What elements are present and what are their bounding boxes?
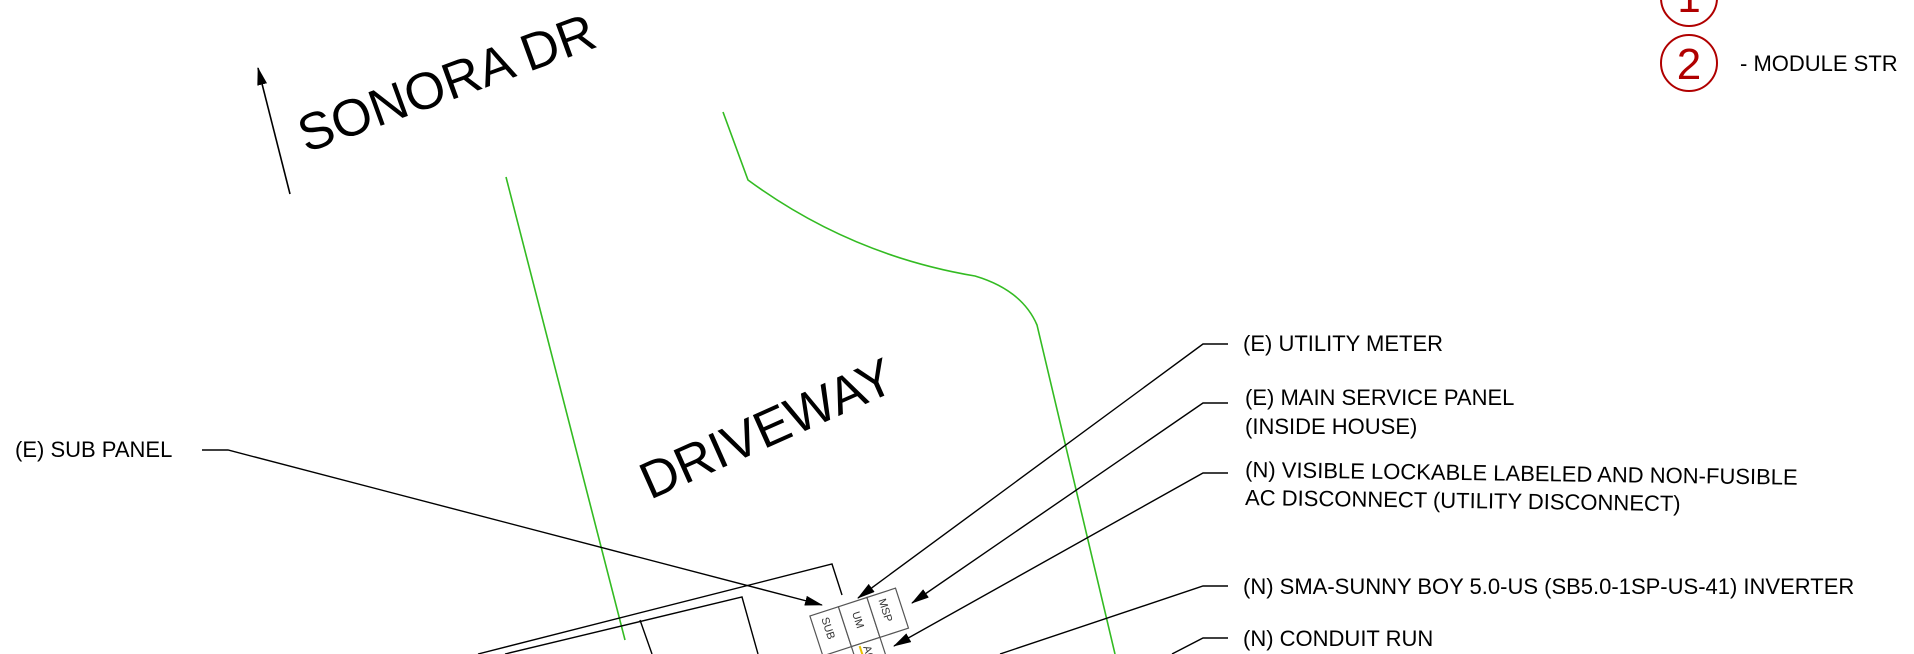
- house-outline: [477, 563, 843, 654]
- property-line-left: [505, 176, 626, 641]
- callout-ac-disconnect-line1: (N) VISIBLE LOCKABLE LABELED AND NON-FUS…: [1245, 457, 1798, 490]
- equipment-cluster: SUB UM MSP AC: [809, 587, 910, 654]
- leader-lines: [202, 343, 1228, 654]
- callout-sub-panel: (E) SUB PANEL: [15, 437, 172, 462]
- ac-box-label: AC: [860, 644, 876, 654]
- legend-text-2: - MODULE STR: [1740, 51, 1898, 76]
- callout-utility-meter: (E) UTILITY METER: [1243, 331, 1443, 356]
- street-name-group: SONORA DR: [257, 3, 603, 195]
- callout-main-panel-line1: (E) MAIN SERVICE PANEL: [1245, 385, 1514, 410]
- conduit-stub: [858, 645, 870, 654]
- property-line-right: [722, 111, 1116, 654]
- main-panel-box: [866, 587, 910, 639]
- north-arrow: [257, 67, 291, 195]
- callout-ac-disconnect-line2: AC DISCONNECT (UTILITY DISCONNECT): [1245, 485, 1681, 516]
- street-name: SONORA DR: [290, 3, 603, 164]
- legend-number-2: 2: [1677, 40, 1701, 89]
- legend-number-1: 1: [1677, 0, 1700, 21]
- callout-conduit: (N) CONDUIT RUN: [1243, 626, 1433, 651]
- legend-marker-2: [1660, 34, 1718, 92]
- driveway-label: DRIVEWAY: [631, 348, 903, 511]
- um-box-label: UM: [849, 610, 866, 630]
- callout-main-panel-line2: (INSIDE HOUSE): [1245, 414, 1417, 439]
- legend: 1 2 - MODULE STR: [1660, 0, 1898, 92]
- legend-marker-1: [1660, 0, 1718, 27]
- callout-inverter: (N) SMA-SUNNY BOY 5.0-US (SB5.0-1SP-US-4…: [1243, 574, 1854, 599]
